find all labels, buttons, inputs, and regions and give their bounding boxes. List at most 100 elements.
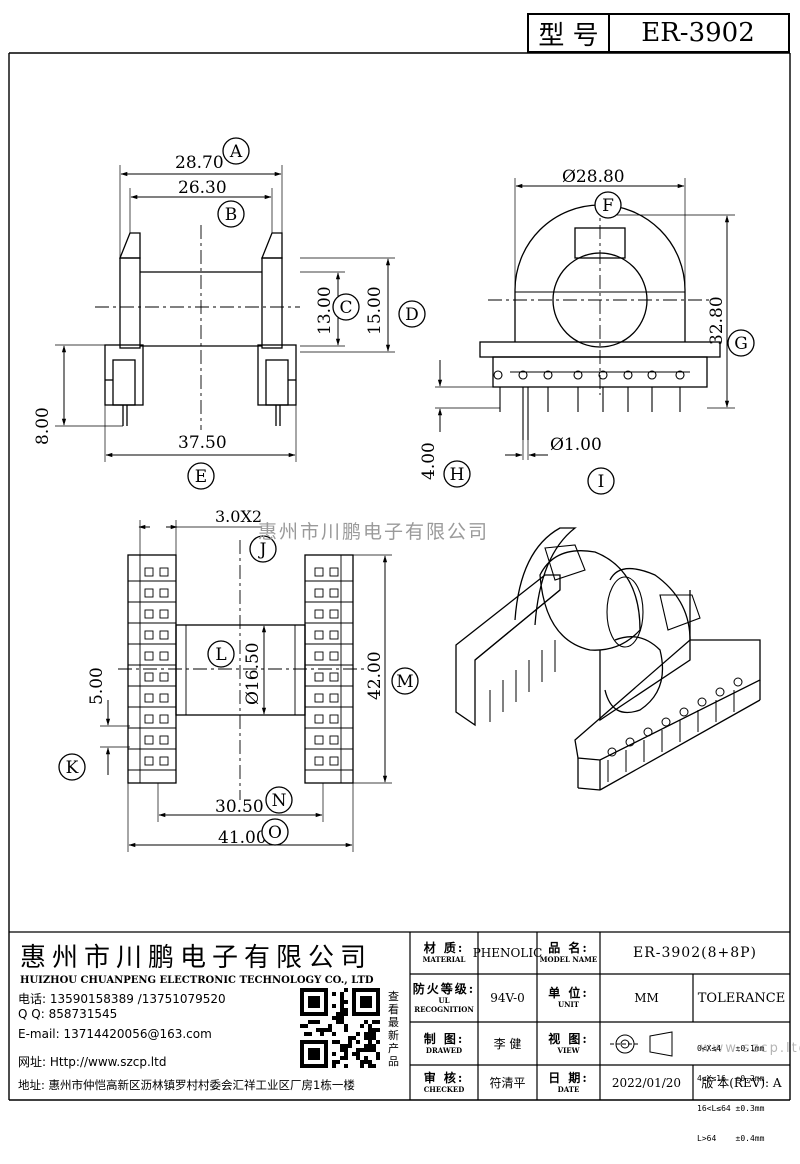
title-block-grid (9, 931, 790, 1100)
dim-F: Ø28.80 (562, 167, 625, 187)
qr-module (368, 1064, 372, 1068)
company-name-cn: 惠州市川鹏电子有限公司 (20, 943, 373, 973)
letter-text: B (225, 205, 238, 225)
qr-module (368, 1060, 372, 1064)
letter-label-n: N (265, 786, 293, 814)
dim-L: Ø16.50 (243, 642, 263, 705)
qr-module (340, 992, 344, 996)
dim-G: 32.80 (707, 296, 727, 345)
company-watermark: 惠州市川鹏电子有限公司 (258, 521, 490, 543)
letter-circle (398, 300, 426, 328)
qr-module (372, 1036, 376, 1040)
letter-text: O (268, 823, 282, 843)
letter-label-i: I (587, 467, 615, 495)
unit-label-en: UNIT (558, 1000, 579, 1009)
qr-module (340, 1008, 344, 1012)
letter-circle (222, 137, 250, 165)
qr-module (356, 1040, 360, 1044)
qr-module (340, 1004, 344, 1008)
pin-slot (159, 651, 169, 661)
date-value: 2022/01/20 (611, 1075, 682, 1090)
dim-H: 4.00 (419, 442, 439, 480)
qr-module (368, 1028, 372, 1032)
pin-slot (159, 735, 169, 745)
pin-slot (159, 567, 169, 577)
ul-label-en: UL RECOGNITION (414, 995, 474, 1014)
qr-module (352, 1052, 356, 1056)
letter-text: M (396, 672, 413, 692)
qr-module (348, 1044, 352, 1048)
iso-pin-head (679, 707, 689, 717)
qr-module (364, 1020, 368, 1024)
letter-circle (265, 786, 293, 814)
url-watermark: www.szcp.ltd (700, 1041, 800, 1056)
technical-drawing: 28.70 26.30 13.00 15.00 8.00 37.50 (8, 52, 791, 1101)
revision: 版 本(REV): A (701, 1076, 782, 1090)
checked-value: 符清平 (489, 1076, 526, 1090)
material-value: PHENOLIC (472, 946, 543, 960)
pin-slot (144, 588, 154, 598)
company-phone: 电话: 13590158389 /13751079520 (18, 992, 226, 1006)
letter-circle (332, 293, 360, 321)
letter-text: L (215, 645, 226, 665)
qr-module (324, 1028, 328, 1032)
qr-module (332, 1032, 336, 1036)
qr-module (316, 1020, 320, 1024)
letter-label-j: J (249, 535, 277, 563)
letter-text: N (272, 791, 287, 811)
bottom-view-pin-slots (128, 567, 353, 771)
qr-module (332, 1052, 336, 1056)
qr-finder (308, 996, 320, 1008)
qr-module (368, 1032, 372, 1036)
model-type-label-box: 型 号 (527, 13, 610, 53)
qr-module (340, 1000, 344, 1004)
qr-module (352, 1036, 356, 1040)
qr-module (344, 1056, 348, 1060)
partname-label-cn: 品 名: (548, 941, 589, 955)
qr-module (372, 1048, 376, 1052)
qr-module (360, 1060, 364, 1064)
pin-slot (159, 756, 169, 766)
qr-module (328, 1028, 332, 1032)
pin-slot (314, 693, 324, 703)
qr-module (348, 1040, 352, 1044)
qr-module (344, 1008, 348, 1012)
qr-module (376, 1052, 380, 1056)
material-label: 材 质: MATERIAL (410, 932, 478, 974)
bottom-view (118, 540, 365, 800)
isometric-pins (489, 640, 743, 782)
dim-D: 15.00 (365, 286, 385, 335)
qr-module (336, 1060, 340, 1064)
qr-module (332, 1060, 336, 1064)
unit-label: 单 位: UNIT (537, 974, 600, 1022)
qr-module (376, 1028, 380, 1032)
letter-circle (391, 667, 419, 695)
qr-module (300, 1024, 304, 1028)
iso-pin-head (733, 677, 743, 687)
letter-text: K (66, 758, 79, 778)
pin-slot (314, 672, 324, 682)
iso-pin-head (661, 717, 671, 727)
iso-pin-head (625, 737, 635, 747)
qr-module (340, 1012, 344, 1016)
qr-module (360, 1048, 364, 1052)
letter-text: J (258, 540, 267, 560)
qr-module (356, 1052, 360, 1056)
letter-text: H (450, 465, 465, 485)
letter-label-e: E (187, 462, 215, 490)
qr-module (376, 1056, 380, 1060)
qr-module (376, 1020, 380, 1024)
pin-slot (144, 693, 154, 703)
qr-module (340, 1016, 344, 1020)
qr-module (356, 1048, 360, 1052)
checked-label-cn: 审 核: (423, 1070, 465, 1085)
letter-label-o: O (261, 818, 289, 846)
pin-slot (329, 588, 339, 598)
letter-label-h: H (443, 460, 471, 488)
dim-E: 37.50 (178, 433, 227, 453)
letter-label-k: K (58, 753, 86, 781)
letter-text: A (229, 142, 243, 162)
letter-text: F (602, 196, 614, 216)
isometric-view (455, 527, 761, 791)
dim-K: 5.00 (87, 667, 107, 705)
